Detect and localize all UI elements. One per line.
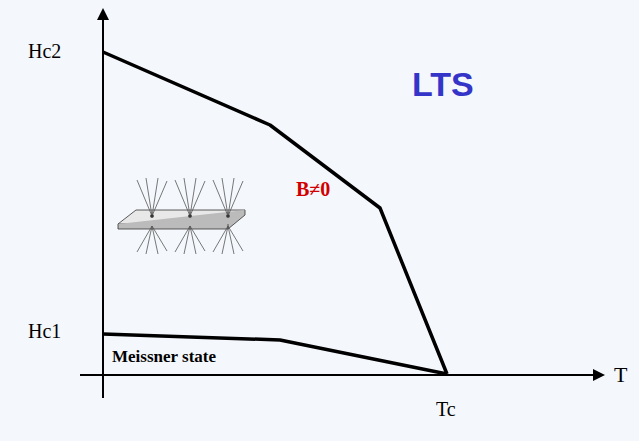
axis-label: T (614, 363, 627, 387)
x-axis (80, 374, 603, 376)
region-title: LTS (412, 66, 474, 103)
region-label: B≠0 (296, 178, 330, 200)
axis-label: Hc1 (28, 320, 61, 342)
region-label: Meissner state (112, 348, 216, 367)
axis-label: Tc (436, 398, 456, 420)
axis-label: Hc2 (28, 40, 61, 62)
y-axis (102, 10, 104, 398)
hc2-curve (103, 52, 447, 374)
vortex-illustration (118, 178, 245, 254)
hc1-curve (103, 334, 447, 374)
